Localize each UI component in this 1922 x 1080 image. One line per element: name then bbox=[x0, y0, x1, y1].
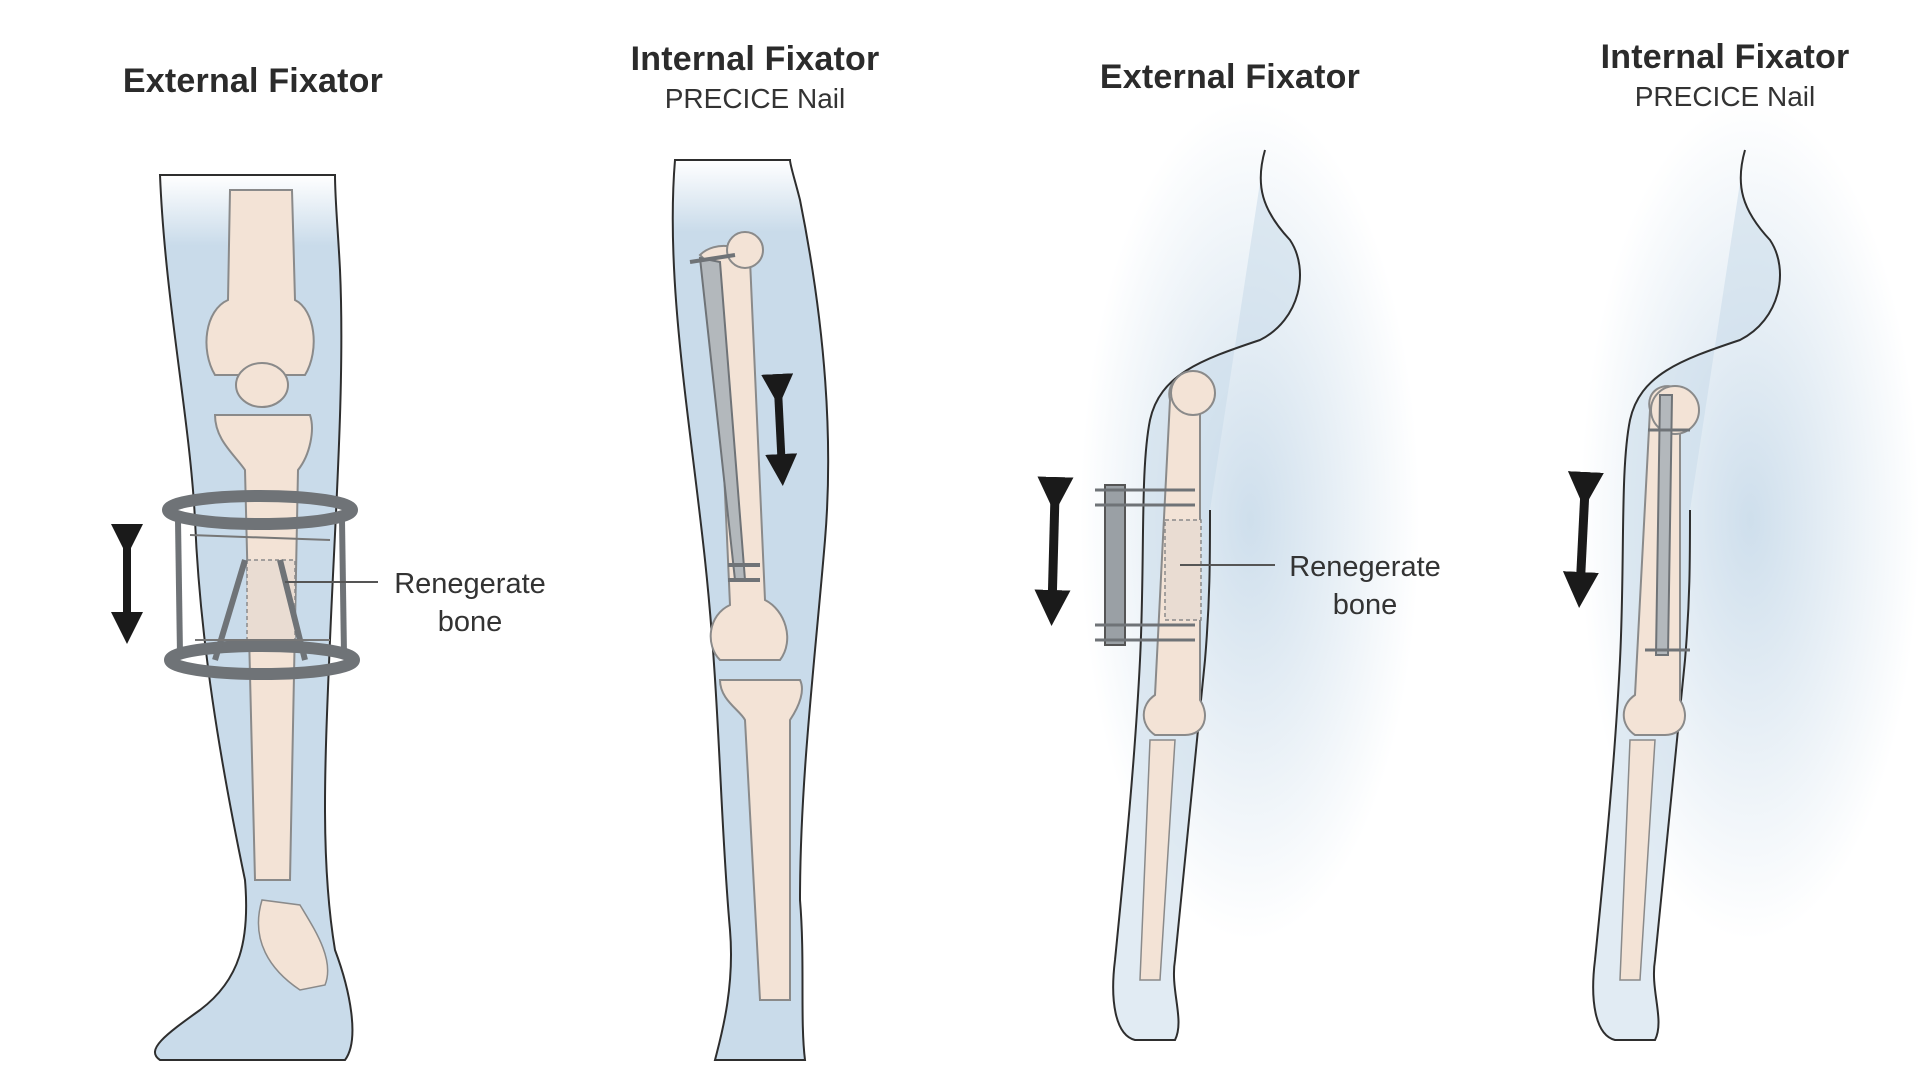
panel-3-title-main: External Fixator bbox=[1099, 58, 1361, 96]
leg-1-femur bbox=[205, 189, 315, 376]
leg-2-tibia bbox=[718, 679, 803, 1001]
leg-1-ring-bottom bbox=[164, 640, 360, 680]
panel-1-title: External Fixator bbox=[118, 62, 388, 101]
leg-2-nail-screw-top bbox=[689, 253, 736, 264]
double-arrow-icon bbox=[761, 373, 798, 486]
arm-external-fixator bbox=[1034, 100, 1420, 1041]
panel-4-title-main: Internal Fixator bbox=[1600, 38, 1850, 76]
arm-regenerate-label-line1: Renegerate bbox=[1289, 551, 1441, 583]
panel-2-title-sub: PRECICE Nail bbox=[664, 83, 846, 114]
leg-external-fixator bbox=[111, 174, 378, 1061]
panel-3-title: External Fixator bbox=[1095, 58, 1365, 97]
panel-2-title-main: Internal Fixator bbox=[630, 40, 880, 78]
arm-3-fixator-rail bbox=[1104, 484, 1126, 646]
leg-1-strut-diag-b bbox=[277, 559, 308, 661]
leg-1-strut-right bbox=[339, 519, 347, 656]
leg-1-wire-top bbox=[189, 534, 331, 541]
leg-regenerate-label-line1: Renegerate bbox=[394, 568, 546, 600]
arm-regenerate-label-line2: bone bbox=[1332, 589, 1398, 621]
arm-regenerate-label: Renegerate bone bbox=[1270, 548, 1460, 624]
panel-2-title: Internal Fixator PRECICE Nail bbox=[615, 40, 895, 115]
leg-1-patella bbox=[235, 362, 289, 408]
arm-3-humeral-head bbox=[1170, 370, 1216, 416]
panel-4-title: Internal Fixator PRECICE Nail bbox=[1585, 38, 1865, 113]
leg-1-strut-left bbox=[175, 519, 183, 656]
leg-regenerate-label: Renegerate bone bbox=[375, 565, 565, 641]
double-arrow-icon bbox=[1562, 471, 1604, 608]
arm-4-humeral-head bbox=[1650, 385, 1700, 435]
arm-4-forearm-bones bbox=[1619, 739, 1656, 981]
arm-4-precice-nail bbox=[1654, 394, 1674, 656]
arm-3-forearm-bones bbox=[1139, 739, 1176, 981]
leg-1-ring-top bbox=[162, 490, 358, 530]
leg-internal-fixator bbox=[671, 159, 830, 1061]
leg-1-foot-bones bbox=[257, 899, 329, 991]
panel-1-title-main: External Fixator bbox=[122, 62, 384, 100]
arm-internal-fixator bbox=[1562, 100, 1920, 1041]
double-arrow-icon bbox=[1034, 476, 1074, 626]
leg-regenerate-label-line2: bone bbox=[437, 606, 503, 638]
arm-3-regenerate-bone bbox=[1164, 519, 1202, 621]
leg-1-strut-diag-a bbox=[212, 559, 248, 661]
leg-2-femoral-head bbox=[726, 231, 764, 269]
